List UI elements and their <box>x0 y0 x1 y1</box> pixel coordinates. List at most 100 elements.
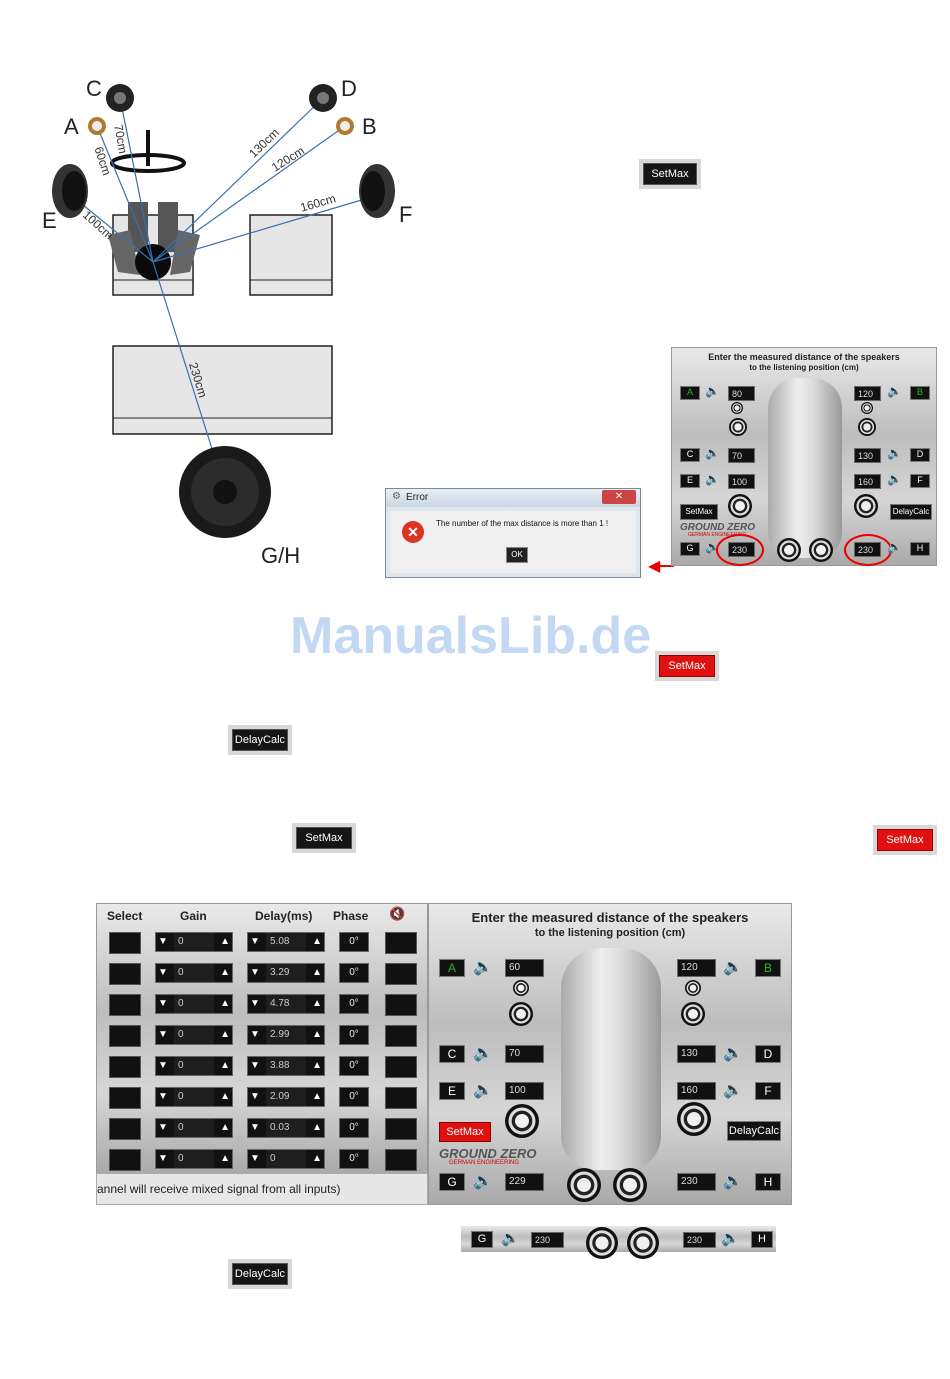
gain-stepper[interactable]: ▼ 0 ▲ <box>155 1118 233 1138</box>
delay-value[interactable]: 0.03 <box>266 1119 306 1137</box>
distance-input-d-large[interactable]: 130 <box>677 1045 716 1063</box>
mute-toggle[interactable] <box>385 1149 417 1171</box>
gain-stepper[interactable]: ▼0▲ <box>155 994 233 1014</box>
delay-up-icon[interactable]: ▲ <box>312 1153 322 1164</box>
setmax-button-red-1[interactable]: SetMax <box>659 655 715 677</box>
select-toggle[interactable] <box>109 1087 141 1109</box>
select-toggle[interactable] <box>109 994 141 1016</box>
select-toggle[interactable] <box>109 963 141 985</box>
delaycalc-button-large-panel[interactable]: DelayCalc <box>727 1121 781 1141</box>
gain-up-icon[interactable]: ▲ <box>220 1091 230 1102</box>
phase-button[interactable]: 0° <box>339 1056 369 1076</box>
gain-value[interactable]: 0 <box>174 1057 214 1075</box>
mute-toggle[interactable] <box>385 963 417 985</box>
select-toggle[interactable] <box>109 1118 141 1140</box>
phase-button[interactable]: 0° <box>339 932 369 952</box>
ok-button[interactable]: OK <box>506 547 528 563</box>
gain-up-icon[interactable]: ▲ <box>220 1153 230 1164</box>
delay-down-icon[interactable]: ▼ <box>250 1153 260 1164</box>
select-toggle[interactable] <box>109 932 141 954</box>
distance-input-c[interactable]: 70 <box>728 448 755 463</box>
delay-down-icon[interactable]: ▼ <box>250 1029 260 1040</box>
gain-value[interactable]: 0 <box>174 933 214 951</box>
gain-value[interactable]: 0 <box>174 1119 214 1137</box>
setmax-button-red-2[interactable]: SetMax <box>877 829 933 851</box>
delay-value[interactable]: 0 <box>266 1150 306 1168</box>
gain-value[interactable]: 0 <box>174 995 214 1013</box>
distance-input-a[interactable]: 80 <box>728 386 755 401</box>
gain-stepper[interactable]: ▼ 0 ▲ <box>155 932 233 952</box>
strip-distance-input-h[interactable]: 230 <box>683 1232 716 1248</box>
distance-input-c-large[interactable]: 70 <box>505 1045 544 1063</box>
distance-input-b[interactable]: 120 <box>854 386 881 401</box>
phase-button[interactable]: 0° <box>339 994 369 1014</box>
delay-up-icon[interactable]: ▲ <box>312 936 322 947</box>
gain-value[interactable]: 0 <box>174 1026 214 1044</box>
phase-button[interactable]: 0° <box>339 1118 369 1138</box>
distance-input-h-large[interactable]: 230 <box>677 1173 716 1191</box>
delay-up-icon[interactable]: ▲ <box>312 998 322 1009</box>
delay-value[interactable]: 3.29 <box>266 964 306 982</box>
gain-stepper[interactable]: ▼ 0 ▲ <box>155 1087 233 1107</box>
delay-down-icon[interactable]: ▼ <box>250 936 260 947</box>
gain-up-icon[interactable]: ▲ <box>220 1122 230 1133</box>
gain-up-icon[interactable]: ▲ <box>220 967 230 978</box>
mute-toggle[interactable] <box>385 1025 417 1047</box>
mute-toggle[interactable] <box>385 932 417 954</box>
delay-up-icon[interactable]: ▲ <box>312 967 322 978</box>
gain-down-icon[interactable]: ▼ <box>158 1029 168 1040</box>
gain-down-icon[interactable]: ▼ <box>158 1122 168 1133</box>
select-toggle[interactable] <box>109 1149 141 1171</box>
delay-value[interactable]: 5.08 <box>266 933 306 951</box>
delaycalc-button-2[interactable]: DelayCalc <box>232 1263 288 1285</box>
delaycalc-button-small-panel[interactable]: DelayCalc <box>890 504 932 520</box>
delay-value[interactable]: 3.88 <box>266 1057 306 1075</box>
delay-down-icon[interactable]: ▼ <box>250 1060 260 1071</box>
mute-toggle[interactable] <box>385 994 417 1016</box>
delaycalc-button-1[interactable]: DelayCalc <box>232 729 288 751</box>
delay-stepper[interactable]: ▼ 0.03 ▲ <box>247 1118 325 1138</box>
phase-button[interactable]: 0° <box>339 1087 369 1107</box>
delay-value[interactable]: 2.99 <box>266 1026 306 1044</box>
phase-button[interactable]: 0° <box>339 1149 369 1169</box>
mute-toggle[interactable] <box>385 1087 417 1109</box>
setmax-button-small-panel[interactable]: SetMax <box>680 504 718 520</box>
select-toggle[interactable] <box>109 1025 141 1047</box>
gain-value[interactable]: 0 <box>174 1088 214 1106</box>
delay-down-icon[interactable]: ▼ <box>250 998 260 1009</box>
delay-down-icon[interactable]: ▼ <box>250 1122 260 1133</box>
distance-input-a-large[interactable]: 60 <box>505 959 544 977</box>
delay-up-icon[interactable]: ▲ <box>312 1060 322 1071</box>
setmax-button-top[interactable]: SetMax <box>643 163 697 185</box>
delay-stepper[interactable]: ▼ 0 ▲ <box>247 1149 325 1169</box>
select-toggle[interactable] <box>109 1056 141 1078</box>
gain-down-icon[interactable]: ▼ <box>158 1060 168 1071</box>
mute-toggle[interactable] <box>385 1118 417 1140</box>
gain-down-icon[interactable]: ▼ <box>158 1091 168 1102</box>
distance-input-f-large[interactable]: 160 <box>677 1082 716 1100</box>
gain-up-icon[interactable]: ▲ <box>220 998 230 1009</box>
distance-input-g-large[interactable]: 229 <box>505 1173 544 1191</box>
gain-up-icon[interactable]: ▲ <box>220 1060 230 1071</box>
delay-stepper[interactable]: ▼ 3.88 ▲ <box>247 1056 325 1076</box>
gain-up-icon[interactable]: ▲ <box>220 936 230 947</box>
delay-down-icon[interactable]: ▼ <box>250 1091 260 1102</box>
gain-down-icon[interactable]: ▼ <box>158 936 168 947</box>
delay-stepper[interactable]: ▼ 3.29 ▲ <box>247 963 325 983</box>
delay-down-icon[interactable]: ▼ <box>250 967 260 978</box>
delay-up-icon[interactable]: ▲ <box>312 1122 322 1133</box>
delay-up-icon[interactable]: ▲ <box>312 1091 322 1102</box>
delay-stepper[interactable]: ▼4.78▲ <box>247 994 325 1014</box>
phase-button[interactable]: 0° <box>339 963 369 983</box>
gain-value[interactable]: 0 <box>174 964 214 982</box>
delay-stepper[interactable]: ▼2.09▲ <box>247 1087 325 1107</box>
distance-input-d[interactable]: 130 <box>854 448 881 463</box>
dialog-close-button[interactable]: ✕ <box>602 490 636 504</box>
gain-stepper[interactable]: ▼0▲ <box>155 963 233 983</box>
gain-value[interactable]: 0 <box>174 1150 214 1168</box>
distance-input-e[interactable]: 100 <box>728 474 755 489</box>
setmax-button-large-panel[interactable]: SetMax <box>439 1122 491 1142</box>
phase-button[interactable]: 0° <box>339 1025 369 1045</box>
gain-down-icon[interactable]: ▼ <box>158 1153 168 1164</box>
distance-input-e-large[interactable]: 100 <box>505 1082 544 1100</box>
